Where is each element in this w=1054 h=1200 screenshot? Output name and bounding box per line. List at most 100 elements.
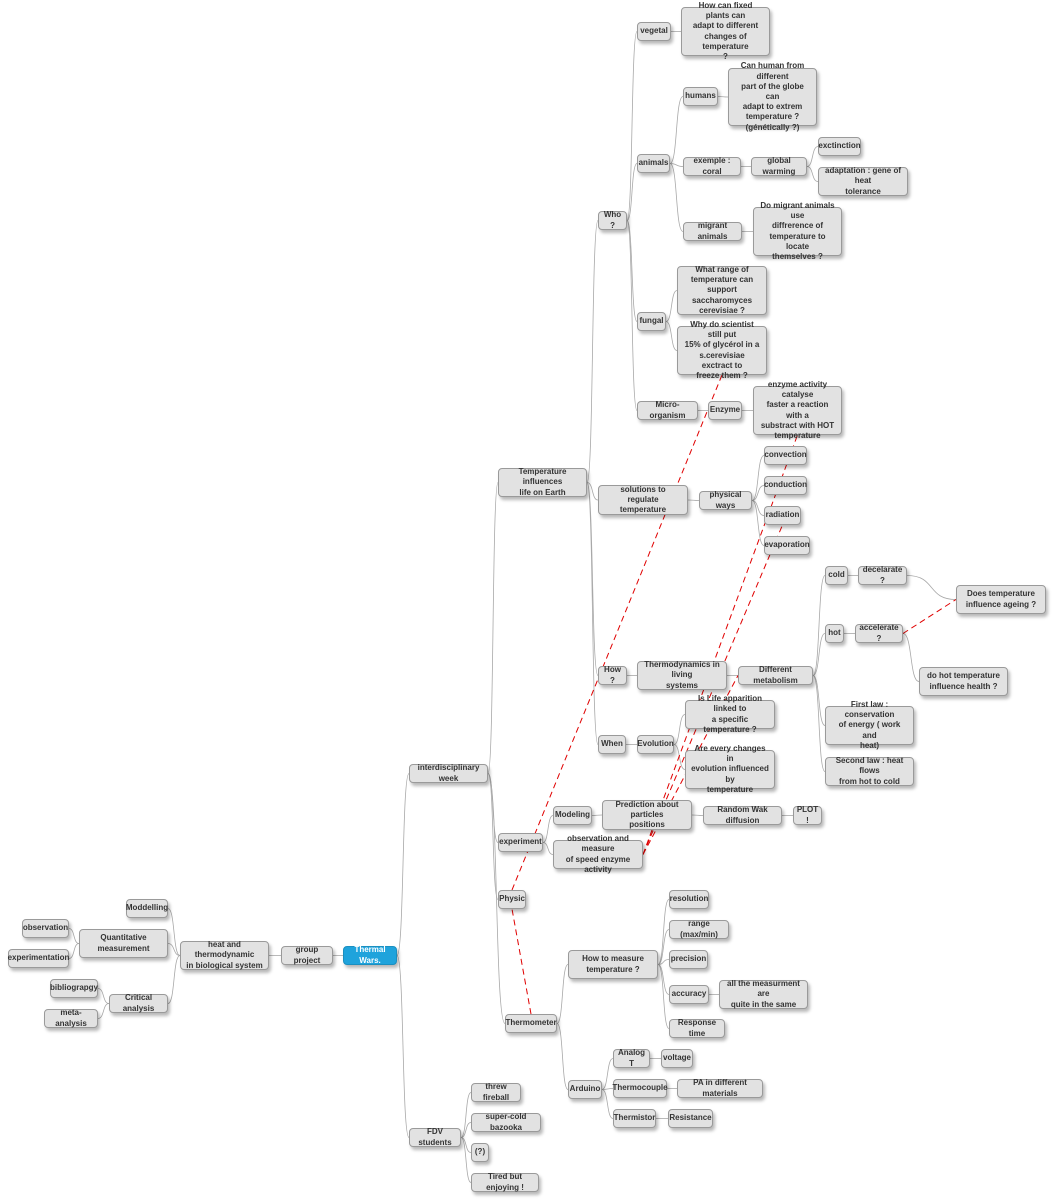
- node-enzyme[interactable]: Enzyme: [708, 401, 742, 420]
- node-enzyme-observation[interactable]: observation and measure of speed enzyme …: [553, 834, 643, 874]
- node-first-law[interactable]: First law : conservation of energy ( wor…: [825, 700, 914, 750]
- connector-animals-migrant: [669, 163, 684, 232]
- connector-how_measure-response: [657, 964, 670, 1029]
- node-accuracy-note[interactable]: all the measurment are quite in the same: [719, 979, 808, 1009]
- node-physical-ways[interactable]: physical ways: [699, 490, 752, 510]
- node-interdisciplinary-week[interactable]: interdisciplinary week: [409, 763, 488, 783]
- node-thermometer[interactable]: Thermometer: [505, 1014, 557, 1033]
- connector-how_measure-precision: [657, 959, 670, 965]
- node-resistance[interactable]: Resistance: [668, 1109, 713, 1128]
- node-convection[interactable]: convection: [764, 446, 807, 465]
- node-meta-analysis[interactable]: meta-analysis: [44, 1008, 98, 1028]
- connector-solutions-physical_ways: [687, 499, 700, 501]
- node-humans[interactable]: humans: [683, 87, 718, 106]
- node-life-apparition-question[interactable]: Is Life apparition linked to a specific …: [685, 694, 775, 734]
- node-conduction[interactable]: conduction: [764, 476, 807, 495]
- node-how-to-measure[interactable]: How to measure temperature ?: [568, 950, 658, 979]
- node-when[interactable]: When: [598, 735, 626, 754]
- node-migrant-animals[interactable]: migrant animals: [683, 221, 742, 241]
- connector-thermometer-arduino: [556, 1023, 569, 1090]
- connector-evolution-life_q: [673, 714, 686, 745]
- node-temperature-influences[interactable]: Temperature influences life on Earth: [498, 467, 587, 497]
- node-fdv-students[interactable]: FDV students: [409, 1127, 461, 1147]
- node-cold[interactable]: cold: [825, 566, 848, 585]
- node-evolution[interactable]: Evolution: [637, 735, 674, 754]
- node-animals[interactable]: animals: [637, 154, 670, 173]
- node-global-warming[interactable]: global warming: [751, 156, 807, 176]
- node-accuracy[interactable]: accuracy: [669, 985, 709, 1004]
- node-modeling[interactable]: Modeling: [553, 806, 592, 825]
- node-heat-thermodynamic[interactable]: heat and thermodynamic in biological sys…: [180, 940, 269, 970]
- node-evolution-changes-question[interactable]: Are every changes in evolution influence…: [685, 744, 775, 794]
- node-arduino[interactable]: Arduino: [568, 1080, 602, 1099]
- node-who[interactable]: Who ?: [598, 210, 627, 230]
- connector-accelerate-health_q: [902, 633, 920, 682]
- node-range-max-min[interactable]: range (max/min): [669, 919, 729, 939]
- node-different-metabolism[interactable]: Different metabolism: [738, 665, 813, 685]
- node-thermodynamics-living[interactable]: Thermodynamics in living systems: [637, 660, 727, 690]
- node-bibliography[interactable]: bibliograpgy: [50, 979, 98, 998]
- connector-animals-humans: [669, 96, 684, 164]
- node-migrant-question[interactable]: Do migrant animals use diffrerence of te…: [753, 201, 842, 261]
- node-tired-but-enjoying[interactable]: Tired but enjoying !: [471, 1172, 539, 1192]
- node-micro-organism[interactable]: Micro-organism: [637, 400, 698, 420]
- node-question-mark[interactable]: (?): [471, 1143, 489, 1162]
- node-experiment[interactable]: experiment: [498, 833, 543, 852]
- node-physic[interactable]: Physic: [498, 890, 526, 909]
- node-super-cold-bazooka[interactable]: super-cold bazooka: [471, 1112, 541, 1132]
- node-radiation[interactable]: radiation: [764, 506, 801, 525]
- node-ageing-question[interactable]: Does temperature influence ageing ?: [956, 585, 1046, 614]
- node-random-walk[interactable]: Random Wak diffusion: [703, 805, 782, 825]
- node-voltage[interactable]: voltage: [661, 1049, 693, 1068]
- node-thermocouple[interactable]: Thermocouple: [612, 1079, 668, 1098]
- node-precision[interactable]: precision: [669, 950, 708, 969]
- node-hot[interactable]: hot: [825, 624, 844, 643]
- node-health-question[interactable]: do hot temperature influence health ?: [919, 667, 1008, 696]
- node-plot[interactable]: PLOT !: [793, 805, 822, 825]
- node-experimentation[interactable]: experimentation: [8, 949, 69, 968]
- node-decelarate[interactable]: decelarate ?: [858, 565, 907, 585]
- connector-how_measure-accuracy: [657, 964, 670, 995]
- node-thermistor[interactable]: Thermistor: [613, 1109, 656, 1128]
- connector-metabolism-second_law: [812, 675, 826, 772]
- node-extinction[interactable]: exctinction: [818, 137, 861, 156]
- node-second-law[interactable]: Second law : heat flows from hot to cold: [825, 756, 914, 786]
- node-root[interactable]: Thermal Wars.: [343, 945, 397, 965]
- connector-temp_influences-solutions: [586, 482, 599, 501]
- connector-fdv-bazooka: [460, 1122, 472, 1138]
- connector-temp_influences-how: [586, 482, 599, 676]
- node-response-time[interactable]: Response time: [669, 1018, 725, 1038]
- node-analog-t[interactable]: Analog T: [613, 1048, 650, 1068]
- node-yeast-range-question[interactable]: What range of temperature can support sa…: [677, 265, 767, 315]
- node-vegetal[interactable]: vegetal: [637, 22, 671, 41]
- connector-thermometer-how_measure: [556, 964, 569, 1024]
- node-group-project[interactable]: group project: [281, 945, 333, 965]
- node-modelling[interactable]: Moddelling: [126, 899, 168, 918]
- node-adaptation-gene[interactable]: adaptation : gene of heat tolerance: [818, 166, 908, 196]
- connector-physical_ways-evaporation: [751, 500, 765, 546]
- connector-global_warming-extinction: [806, 146, 819, 167]
- node-accelerate[interactable]: accelerate ?: [855, 623, 903, 643]
- node-threw-fireball[interactable]: threw fireball: [471, 1082, 521, 1102]
- cross-link-physic-glycerol_q: [511, 374, 723, 891]
- node-glycerol-question[interactable]: Why do scientist still put 15% of glycér…: [677, 320, 767, 380]
- connector-who-vegetal: [626, 31, 638, 221]
- node-pa-materials[interactable]: PA in different materials: [677, 1078, 763, 1098]
- node-resolution[interactable]: resolution: [669, 890, 709, 909]
- connector-temp_influences-who: [586, 220, 599, 483]
- node-evaporation[interactable]: evaporation: [764, 536, 810, 555]
- node-fixed-plants-question[interactable]: How can fixed plants can adapt to differ…: [681, 1, 770, 61]
- node-solutions-regulate[interactable]: solutions to regulate temperature: [598, 485, 688, 515]
- connector-heat_thermo-quantitative: [167, 943, 181, 956]
- connector-humans-human_q: [717, 96, 729, 98]
- node-quantitative-measurement[interactable]: Quantitative measurement: [79, 929, 168, 958]
- node-prediction-particles[interactable]: Prediction about particles positions: [602, 800, 692, 830]
- node-how[interactable]: How ?: [598, 665, 627, 685]
- node-coral-example[interactable]: exemple : coral: [683, 156, 741, 176]
- node-critical-analysis[interactable]: Critical analysis: [109, 993, 168, 1013]
- node-observation[interactable]: observation: [22, 919, 69, 938]
- node-fungal[interactable]: fungal: [637, 312, 666, 331]
- node-enzyme-activity[interactable]: enzyme activity catalyse faster a reacti…: [753, 380, 842, 440]
- node-human-adapt-question[interactable]: Can human from different part of the glo…: [728, 61, 817, 132]
- connector-arduino-thermistor: [601, 1089, 614, 1119]
